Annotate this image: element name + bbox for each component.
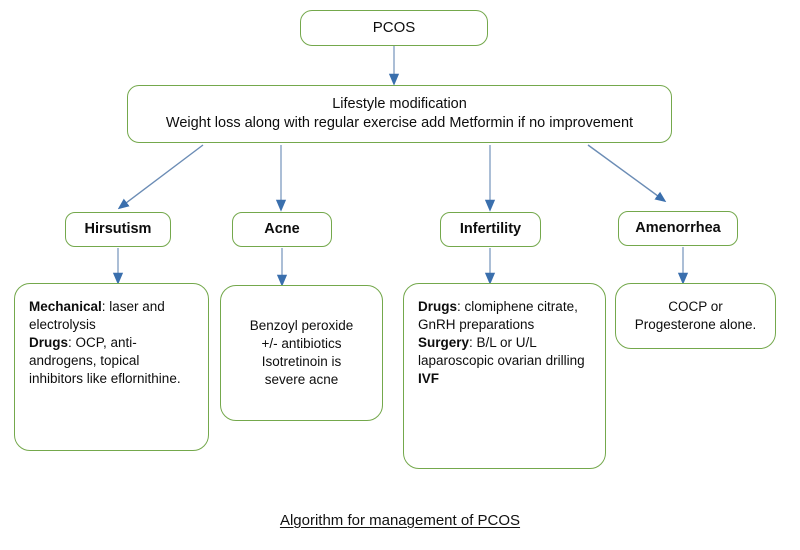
detail-infertility-body: Drugs: clomiphene citrate, GnRH preparat… xyxy=(418,299,585,386)
node-category-acne[interactable]: Acne xyxy=(232,212,332,247)
lifestyle-line-1: Lifestyle modification xyxy=(332,95,467,112)
category-label-hirsutism: Hirsutism xyxy=(84,220,152,237)
node-category-infertility[interactable]: Infertility xyxy=(440,212,541,247)
node-category-amenorrhea[interactable]: Amenorrhea xyxy=(618,211,738,246)
category-label-amenorrhea: Amenorrhea xyxy=(635,219,721,236)
figure-caption-text: Algorithm for management of PCOS xyxy=(279,512,521,529)
category-label-acne: Acne xyxy=(264,220,300,237)
node-category-hirsutism[interactable]: Hirsutism xyxy=(65,212,171,247)
node-pcos[interactable]: PCOS xyxy=(300,10,488,46)
node-detail-infertility[interactable]: Drugs: clomiphene citrate, GnRH preparat… xyxy=(403,283,606,469)
node-pcos-label: PCOS xyxy=(372,19,416,37)
arrow-lifestyle-to-hirsutism xyxy=(117,144,204,210)
lifestyle-line-2: Weight loss along with regular exercise … xyxy=(165,115,634,131)
category-label-infertility: Infertility xyxy=(459,220,522,237)
node-lifestyle-modification[interactable]: Lifestyle modification Weight loss along… xyxy=(127,85,672,143)
figure-caption: Algorithm for management of PCOS xyxy=(0,512,800,529)
arrow-lifestyle-to-amenorrhea xyxy=(587,144,667,203)
